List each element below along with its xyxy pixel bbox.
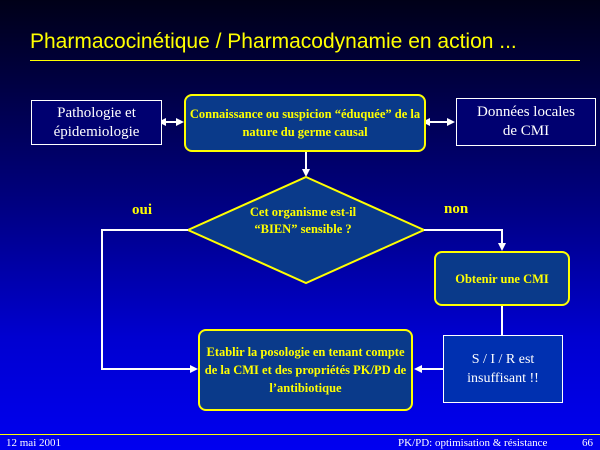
- node-pathologie: Pathologie et épidemiologie: [31, 100, 162, 145]
- node-donnees-text: Données locales de CMI: [477, 104, 575, 139]
- label-non: non: [444, 201, 469, 217]
- footer-date: 12 mai 2001: [6, 437, 61, 449]
- footer-subject: PK/PD: optimisation & résistance: [398, 437, 548, 449]
- title-divider: [30, 60, 580, 61]
- node-etablir-text: Etablir la posologie en tenant compte de…: [204, 345, 407, 395]
- footer-page-number: 66: [582, 437, 593, 449]
- decision-diamond: [185, 175, 427, 285]
- node-connaissance-text: Connaissance ou suspicion “éduquée” de l…: [189, 107, 421, 139]
- node-sir: S / I / R est insuffisant !!: [443, 335, 563, 403]
- node-sir-text: S / I / R est insuffisant !!: [467, 352, 539, 386]
- connector-oui: [101, 229, 198, 373]
- footer-divider: [0, 434, 600, 435]
- connector-non: [424, 229, 506, 251]
- node-donnees: Données locales de CMI: [456, 98, 596, 146]
- label-oui: oui: [132, 202, 153, 218]
- node-connaissance: Connaissance ou suspicion “éduquée” de l…: [184, 94, 426, 152]
- node-decision-text: Cet organisme est-il “BIEN” sensible ?: [249, 205, 357, 236]
- node-obtenir: Obtenir une CMI: [434, 251, 570, 306]
- node-pathologie-text: Pathologie et épidemiologie: [53, 104, 140, 140]
- node-obtenir-text: Obtenir une CMI: [455, 271, 549, 286]
- slide-title: Pharmacocinétique / Pharmacodynamie en a…: [30, 30, 517, 53]
- node-etablir: Etablir la posologie en tenant compte de…: [198, 329, 413, 411]
